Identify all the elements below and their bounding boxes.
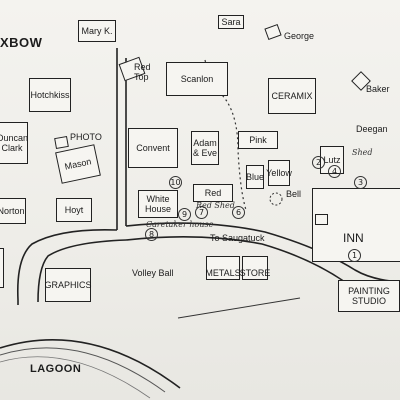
building-hoyt: Hoyt [56,198,92,222]
norton-label: Norton [0,206,25,216]
road-label: To Saugatuck [210,233,265,243]
baker-label: Baker [366,84,390,94]
marker-8: 8 [145,228,158,241]
oxbow-title: XBOW [0,35,43,50]
building-metals: METALS [205,256,241,280]
marker-6: 6 [232,206,245,219]
white-house-label: White House [144,194,171,214]
building-adam-eve: Adam & Eve [191,131,219,165]
building-duncan-clark: Duncan Clark [0,122,28,164]
deegan-label: Deegan [356,124,388,134]
pink-label: Pink [249,135,267,145]
sara-label: Sara [221,17,241,27]
mason-label: Mason [63,156,93,172]
metals-label: METALS [205,268,241,278]
building-sara: Sara [218,15,244,29]
yellow-label: Yellow [266,168,292,178]
duncan-clark-label: Duncan Clark [0,133,29,153]
ceramix-label: CERAMIX [271,91,313,101]
building-hotchkiss: Hotchkiss [29,78,71,112]
marker-9: 9 [178,208,191,221]
inn-label: INN [343,231,364,245]
blue-label: Blue [246,172,265,182]
building-yellow: Yellow [266,160,292,186]
marker-3: 3 [354,176,367,189]
building-mary-k: Mary K. [78,20,116,42]
building-ceramix: CERAMIX [268,78,316,114]
mary-k-label: Mary K. [81,26,113,36]
building-left-edge [0,248,4,288]
red-top-label: Red Top [134,62,151,82]
building-store: STORE [239,256,271,280]
lutz-label: Lutz [323,155,341,165]
marker-7: 7 [195,206,208,219]
red-label: Red [204,188,222,198]
red-shed-note: Red Shed [196,201,235,210]
building-scanlon: Scanlon [166,62,228,96]
marker-2: 2 [312,156,325,169]
george-label: George [284,31,315,41]
marker-4: 4 [328,165,341,178]
convent-label: Convent [136,143,170,153]
bell-label: Bell [286,189,302,199]
lagoon-label: LAGOON [30,363,82,375]
painting-studio-label: PAINTING STUDIO [348,286,390,306]
building-white-house: White House [138,190,178,218]
building-pink: Pink [238,131,278,149]
marker-10: 10 [169,176,182,189]
volleyball-label: Volley Ball [132,268,174,278]
shed-note: Shed [352,148,373,157]
caretaker-note: Caretaker house [146,220,214,229]
scanlon-label: Scanlon [180,74,214,84]
building-painting-studio: PAINTING STUDIO [338,280,400,312]
building-photo [54,135,69,150]
building-norton: Norton [0,198,26,224]
building-inn-annex [315,214,328,225]
building-blue: Blue [246,165,264,189]
building-graphics: GRAPHICS [44,268,92,302]
photo-label: PHOTO [70,132,102,142]
building-red: Red [193,184,233,202]
store-label: STORE [239,268,271,278]
hoyt-label: Hoyt [64,205,84,215]
hotchkiss-label: Hotchkiss [30,90,70,100]
adam-eve-label: Adam & Eve [192,138,217,158]
graphics-label: GRAPHICS [44,280,92,290]
building-convent: Convent [128,128,178,168]
marker-1: 1 [348,249,361,262]
